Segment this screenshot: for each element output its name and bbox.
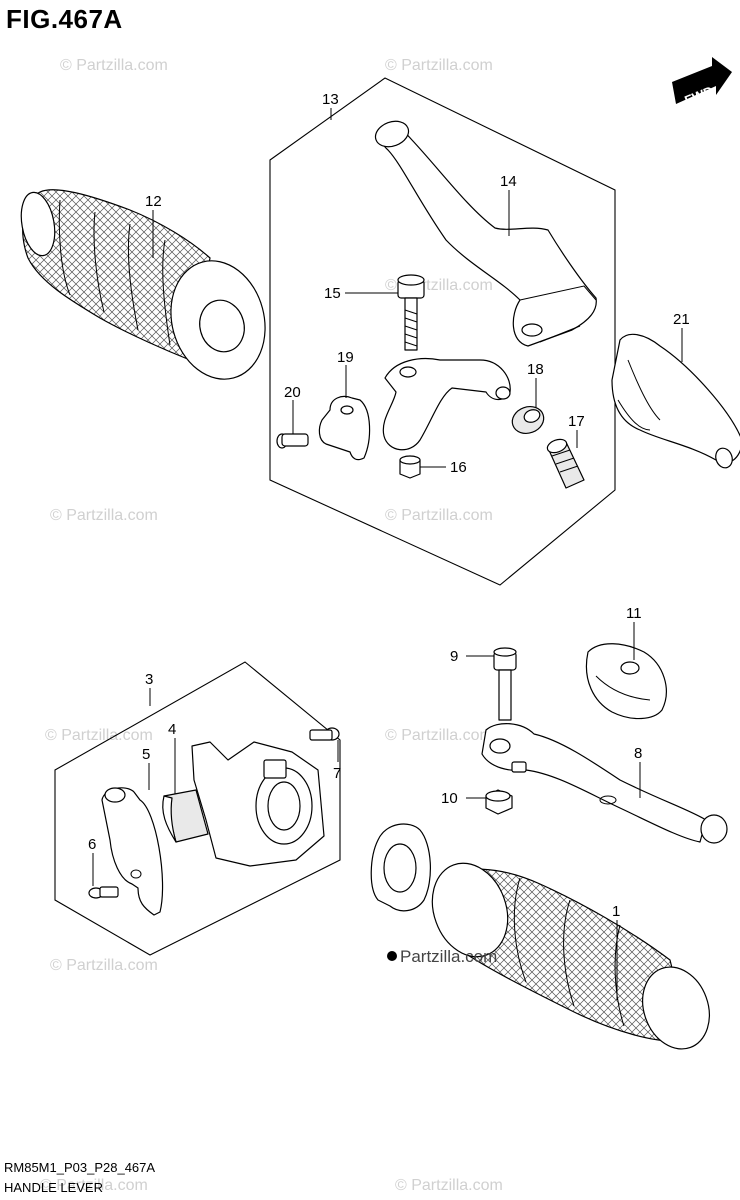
watermark-text: © Partzilla.com [50, 507, 158, 524]
callout-10: 10 [441, 790, 458, 807]
watermark-text: © Partzilla.com [385, 727, 493, 744]
adjuster-nut-18 [511, 406, 545, 434]
callout-19: 19 [337, 349, 354, 366]
lever-bolt-9 [493, 647, 517, 721]
watermark-text: © Partzilla.com [60, 57, 168, 74]
callout-12: 12 [145, 193, 162, 210]
brake-lever-8 [481, 723, 728, 844]
assembly-13-outline [269, 77, 616, 586]
callout-4: 4 [168, 721, 176, 738]
diagram-name: HANDLE LEVER [4, 1180, 103, 1195]
callout-8: 8 [634, 745, 642, 762]
callout-labels: 13 12 14 15 19 20 18 17 16 21 3 4 5 6 7 … [88, 91, 690, 920]
callout-17: 17 [568, 413, 585, 430]
watermark-text: © Partzilla.com [395, 1177, 503, 1194]
watermark-text: © Partzilla.com [385, 57, 493, 74]
lever-holder-bracket [382, 357, 511, 451]
screw-6 [88, 886, 119, 899]
callout-7: 7 [333, 765, 341, 782]
throttle-cover-5 [101, 787, 164, 916]
callout-13: 13 [322, 91, 339, 108]
fwd-arrow-icon: FWD [672, 57, 732, 108]
screw-7 [309, 727, 340, 741]
callout-1: 1 [612, 903, 620, 920]
nut-10 [485, 789, 513, 815]
lever-boot-21 [611, 333, 740, 469]
callout-20: 20 [284, 384, 301, 401]
callout-14: 14 [500, 173, 517, 190]
callout-5: 5 [142, 746, 150, 763]
callout-15: 15 [324, 285, 341, 302]
watermark-text: © Partzilla.com [45, 727, 153, 744]
figure-title: FIG.467A [6, 4, 123, 34]
callout-3: 3 [145, 671, 153, 688]
clamp-screw-20 [276, 433, 309, 449]
right-grip-1 [370, 823, 710, 1050]
callout-16: 16 [450, 459, 467, 476]
brake-lever-boot-11 [585, 643, 667, 720]
callout-11: 11 [626, 605, 642, 622]
leader-lines [92, 108, 683, 1000]
clutch-lever-14 [374, 120, 597, 347]
throttle-housing [191, 741, 325, 867]
assembly-3-outline [54, 661, 341, 956]
holder-clamp-19 [318, 395, 371, 461]
watermarks: © Partzilla.com © Partzilla.com © Partzi… [40, 57, 503, 1194]
nut-16 [399, 455, 421, 479]
callout-18: 18 [527, 361, 544, 378]
cable-adjuster-17 [546, 438, 585, 489]
watermark-text: © Partzilla.com [40, 1177, 148, 1194]
left-grip-12 [20, 189, 266, 380]
throttle-drum-4 [162, 789, 209, 843]
lever-pivot-bolt-15 [397, 274, 425, 351]
watermark-text: © Partzilla.com [50, 957, 158, 974]
watermark-badge: Partzilla.com [387, 947, 497, 966]
watermark-text: © Partzilla.com [385, 507, 493, 524]
callout-9: 9 [450, 648, 458, 665]
callout-21: 21 [673, 311, 690, 328]
diagram-code: RM85M1_P03_P28_467A [4, 1160, 156, 1175]
watermark-prominent: Partzilla.com [400, 947, 497, 966]
callout-6: 6 [88, 836, 96, 853]
